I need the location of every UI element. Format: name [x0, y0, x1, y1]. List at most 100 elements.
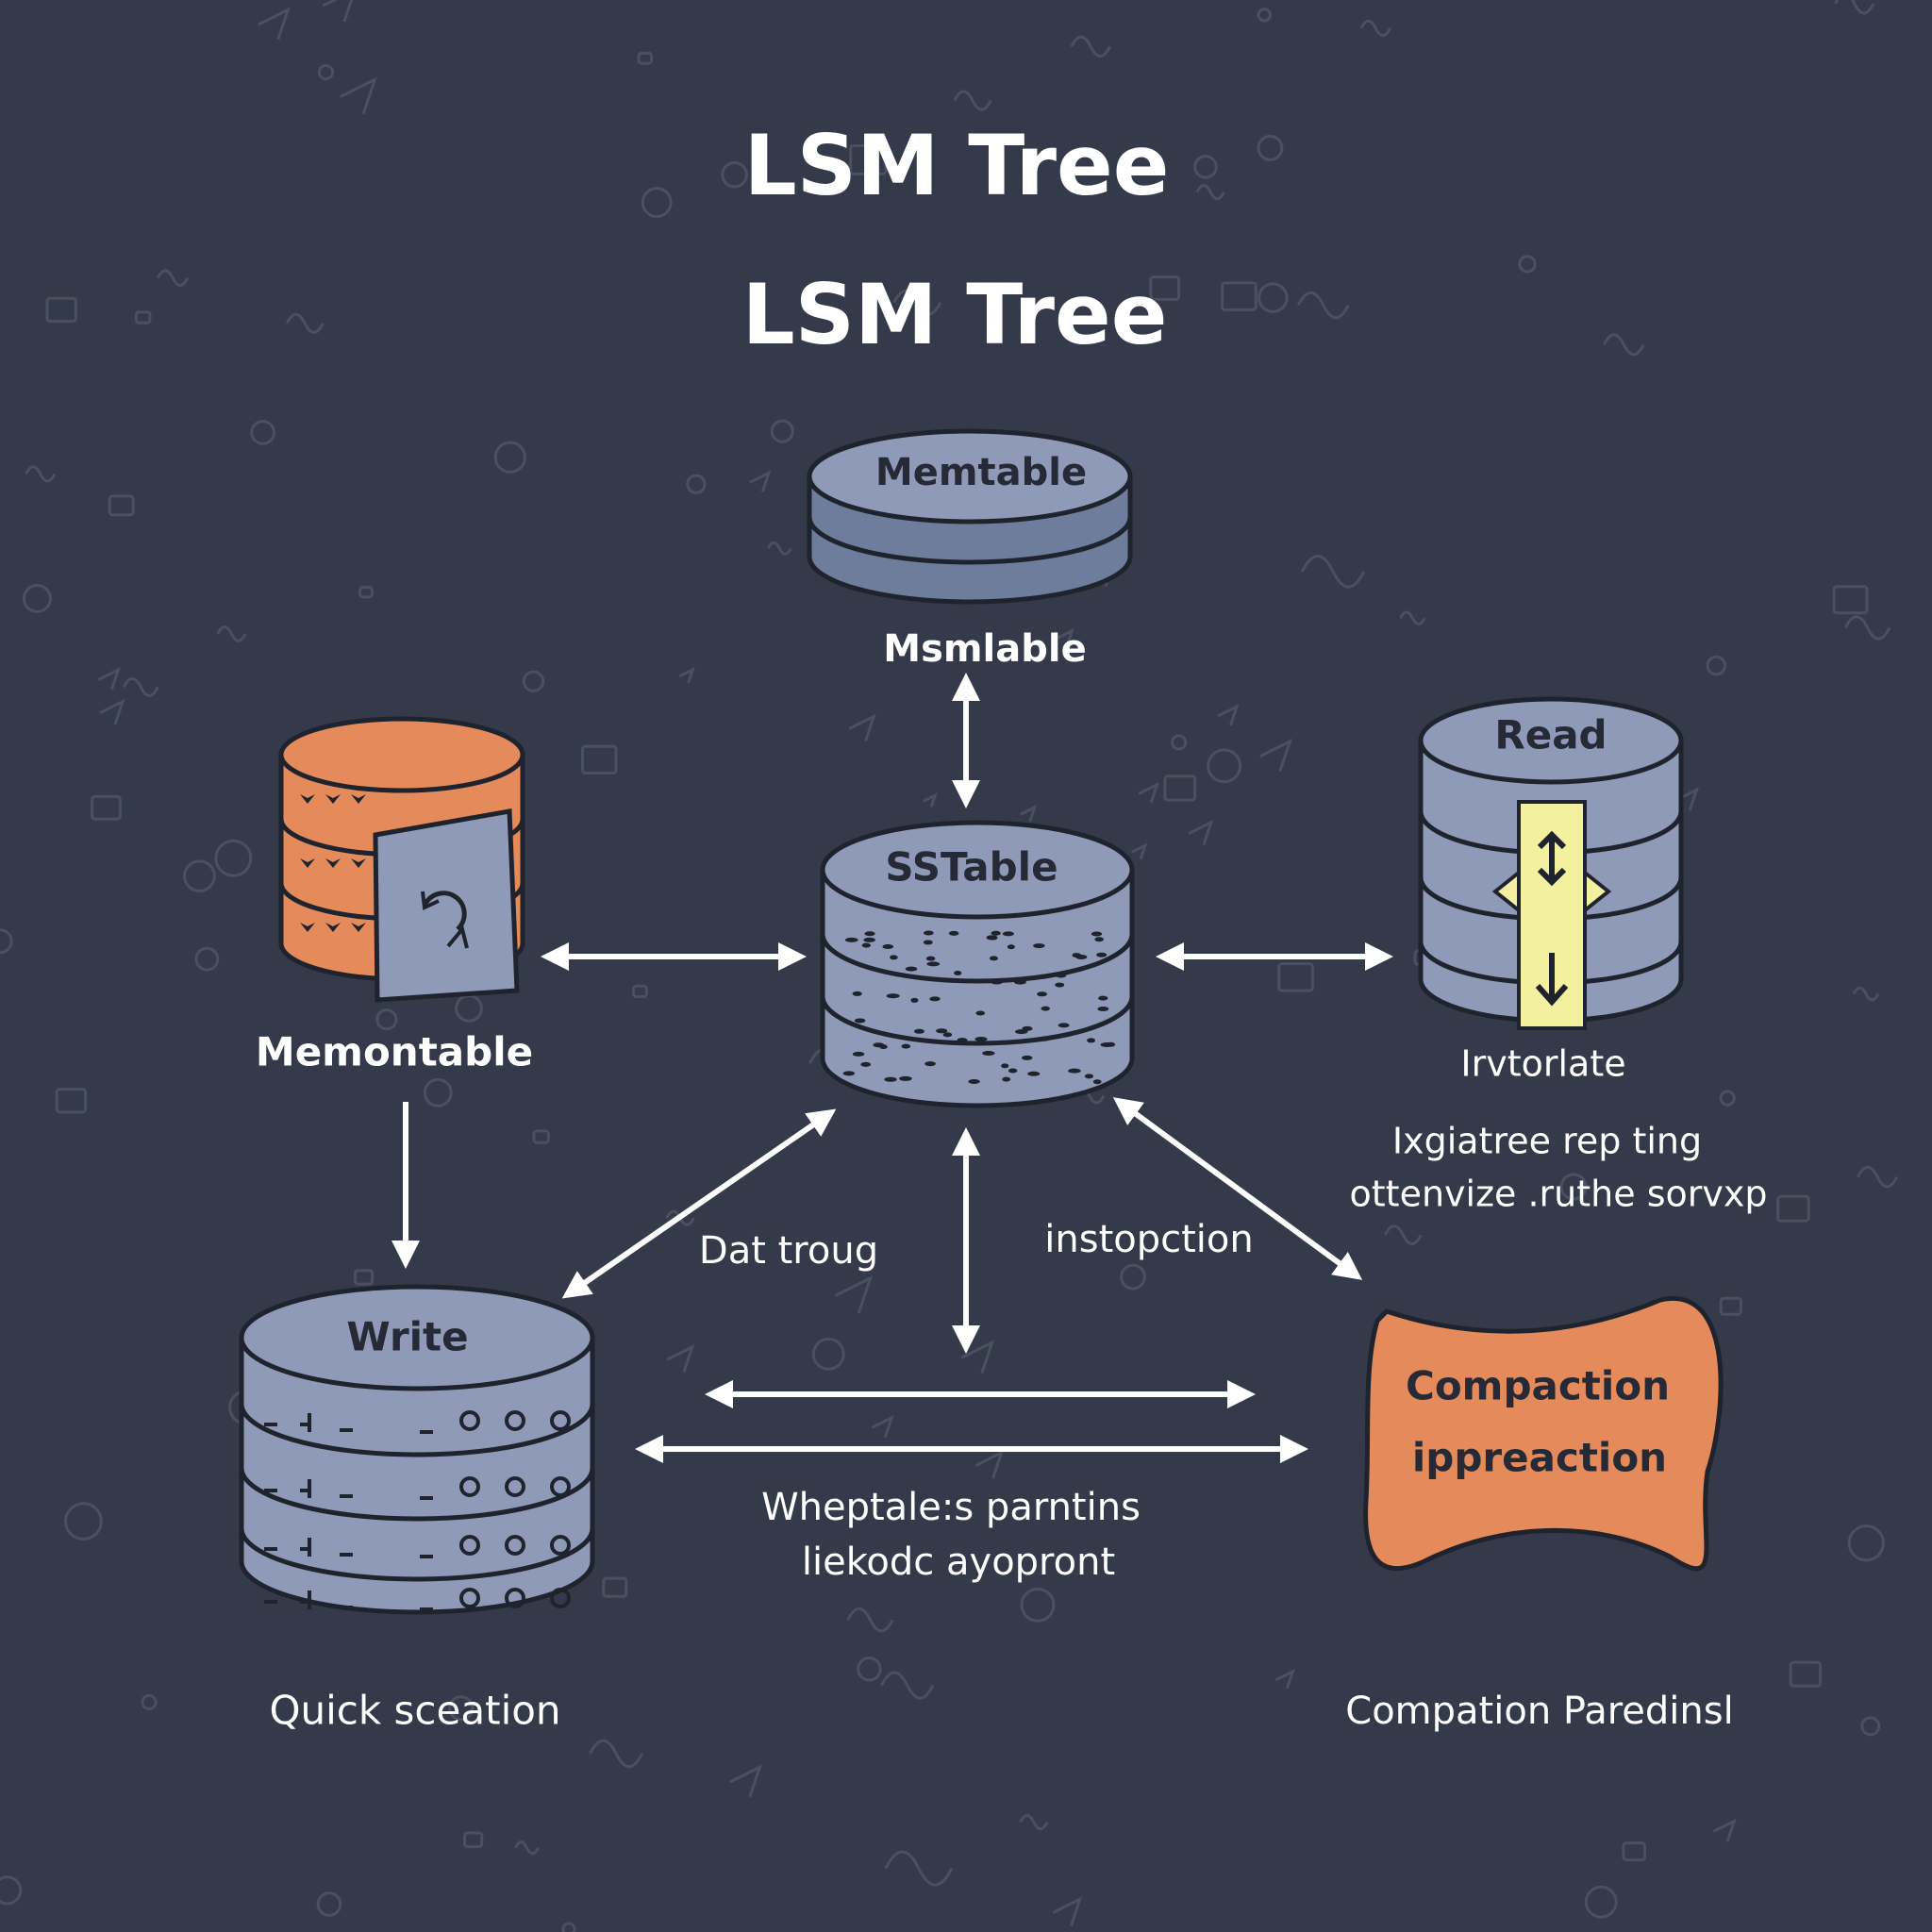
texture-dot	[925, 956, 936, 961]
background-doodle	[493, 441, 526, 474]
background-doodle	[122, 676, 159, 697]
background-doodle	[880, 1671, 935, 1700]
background-doodle	[1301, 555, 1366, 589]
texture-dot	[957, 1038, 968, 1043]
texture-dot	[879, 1044, 888, 1050]
texture-dot	[910, 997, 919, 1003]
background-doodle	[811, 1337, 845, 1371]
arrow-sstable-compaction	[1112, 1097, 1363, 1280]
texture-dot	[1098, 995, 1108, 1001]
background-doodle	[1149, 275, 1181, 301]
chevron-icon	[351, 794, 366, 804]
background-doodle	[194, 946, 220, 972]
background-doodle	[857, 1657, 882, 1682]
texture-dot	[968, 1079, 980, 1085]
background-doodle	[0, 1875, 23, 1906]
indicator-light	[505, 1535, 525, 1556]
background-doodle	[532, 1129, 550, 1144]
texture-dot	[854, 1018, 866, 1024]
background-doodle	[1857, 1165, 1899, 1189]
texture-dot	[1002, 1076, 1011, 1082]
background-doodle	[892, 289, 942, 316]
indicator-light	[505, 1410, 525, 1431]
background-doodle	[678, 666, 695, 684]
texture-dot	[923, 930, 934, 936]
background-doodle	[1257, 282, 1289, 313]
texture-dot	[1094, 937, 1104, 942]
background-doodle	[317, 64, 335, 81]
background-doodle	[1832, 585, 1869, 615]
background-doodle	[322, 0, 354, 23]
indicator-light	[550, 1535, 571, 1556]
background-doodle	[22, 583, 52, 613]
texture-dot	[886, 993, 900, 999]
indicator-light	[459, 1410, 480, 1431]
background-doodle	[1712, 1818, 1737, 1842]
memontable-left-node	[278, 716, 525, 1003]
background-doodle	[641, 187, 673, 219]
background-doodle	[1274, 1668, 1295, 1690]
title-line-1: LSM Tree	[744, 117, 1170, 214]
background-doodle	[25, 465, 57, 483]
background-doodle	[91, 794, 122, 821]
texture-dot	[954, 970, 962, 975]
texture-dot	[929, 996, 941, 1002]
texture-dot	[852, 1051, 865, 1057]
texture-dot	[890, 955, 898, 960]
compaction-label-line-2: ippreaction	[1412, 1435, 1667, 1481]
background-doodle	[513, 1840, 540, 1856]
panel-mark	[264, 1423, 433, 1434]
background-doodle	[1257, 134, 1284, 161]
chevron-icon	[300, 794, 315, 804]
indicator-light	[505, 1476, 525, 1497]
texture-dot	[1106, 1041, 1116, 1047]
background-doodle	[1383, 1224, 1423, 1245]
background-doodle	[1019, 804, 1038, 823]
texture-dot	[1021, 1055, 1033, 1060]
memtable-top-caption: Msmlable	[883, 627, 1086, 671]
compaction-node: Compaction ippreaction	[1363, 1295, 1724, 1572]
background-doodle	[749, 470, 772, 492]
background-doodle	[770, 419, 794, 443]
background-doodle	[729, 1764, 762, 1798]
background-doodle	[258, 7, 291, 41]
texture-dot	[1096, 952, 1108, 958]
write-caption: Quick sceation	[269, 1688, 560, 1734]
background-doodle	[1518, 255, 1537, 274]
compaction-caption: Compation Paredinsl	[1345, 1690, 1733, 1733]
texture-dot	[884, 1076, 897, 1082]
texture-dot	[924, 1061, 936, 1067]
indicator-light	[459, 1588, 480, 1608]
texture-dot	[1092, 1079, 1102, 1085]
background-doodle	[766, 541, 792, 556]
title-line-2: LSM Tree	[742, 266, 1168, 363]
panel-mark	[264, 1600, 433, 1611]
texture-dot	[861, 942, 871, 948]
chevron-icon	[325, 858, 341, 868]
background-doodle	[522, 670, 545, 692]
background-doodle	[846, 1607, 894, 1633]
texture-dot	[975, 1010, 986, 1016]
background-doodle	[64, 1502, 103, 1541]
texture-dot	[1087, 1038, 1096, 1043]
texture-dot	[863, 937, 875, 942]
background-doodle	[1163, 774, 1197, 802]
background-doodle	[0, 928, 13, 955]
texture-dot	[860, 1061, 872, 1067]
memontable-left-caption: Memontable	[256, 1029, 533, 1075]
write-node: Write	[239, 1284, 595, 1615]
texture-dot	[1001, 1063, 1009, 1069]
background-doodle	[686, 474, 707, 494]
background-doodle	[1399, 610, 1426, 626]
chevron-icon	[300, 923, 315, 932]
texture-dot	[1097, 1007, 1109, 1012]
chevron-icon	[351, 858, 366, 868]
texture-dot	[989, 956, 998, 961]
background-doodle	[561, 1922, 576, 1932]
background-doodle	[1296, 291, 1350, 320]
background-doodle	[1706, 655, 1726, 676]
chevron-icon	[300, 858, 315, 868]
texture-dot	[1007, 944, 1015, 950]
texture-dot	[942, 1032, 953, 1038]
background-doodle	[340, 76, 377, 115]
